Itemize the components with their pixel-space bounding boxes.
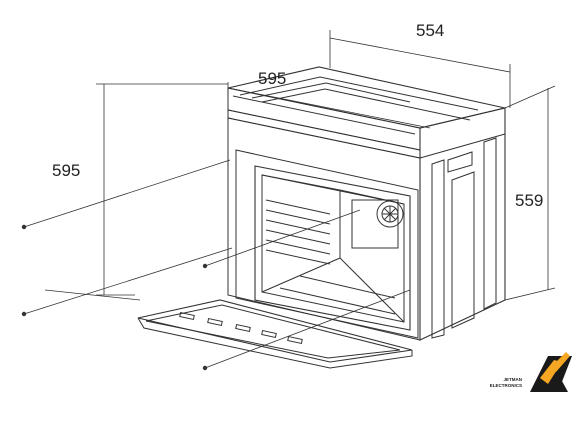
dimension-lines: [96, 30, 556, 301]
screw-icon: [202, 263, 208, 269]
dimension-label-right-height: 559: [515, 191, 543, 210]
jetman-logo: JETMAN ELECTRONICS: [490, 352, 572, 392]
dimension-label-left-height: 595: [52, 161, 80, 180]
oven-body: [137, 66, 506, 369]
logo-line1: JETMAN: [503, 377, 522, 382]
screw-icon: [202, 365, 208, 371]
dimension-label-top-width: 595: [258, 69, 286, 88]
screws: [21, 224, 208, 371]
screw-icon: [21, 311, 27, 317]
logo-line2: ELECTRONICS: [490, 383, 522, 388]
screw-icon: [21, 224, 27, 230]
screw-leader-lines: [23, 159, 411, 369]
dimension-label-top-depth: 554: [416, 21, 444, 40]
